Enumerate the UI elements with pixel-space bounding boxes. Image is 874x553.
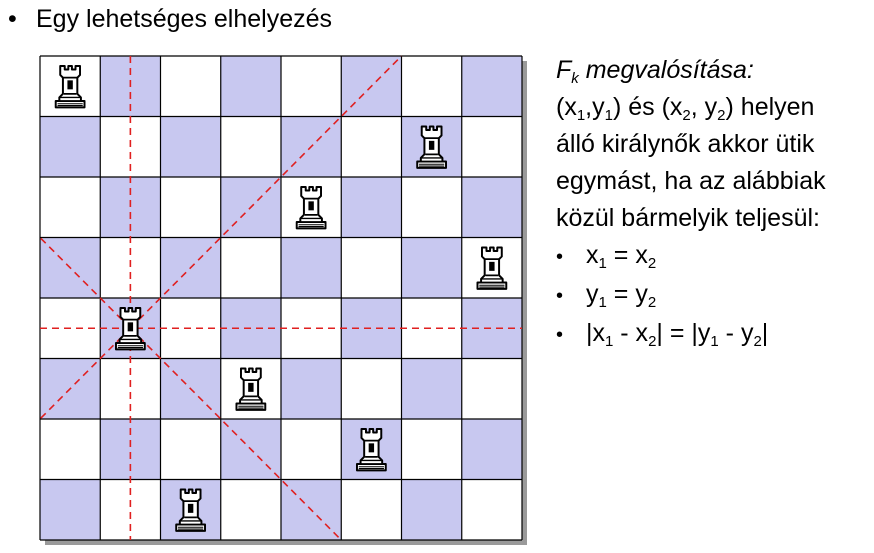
text-part: ) helyen bbox=[725, 93, 815, 121]
cond-part: - x bbox=[613, 319, 649, 347]
attack-line-diagonal bbox=[129, 55, 403, 329]
board-square bbox=[341, 237, 402, 298]
board-square bbox=[281, 56, 342, 117]
condition-list: • x1 = x2 • y1 = y2 • |x1 - x2| = |y1 - … bbox=[556, 237, 871, 354]
cond-sub: 2 bbox=[647, 294, 657, 311]
board-square bbox=[40, 419, 101, 480]
cond-sub: 1 bbox=[605, 333, 614, 350]
board-square bbox=[341, 116, 402, 177]
cond-sub: 1 bbox=[710, 333, 719, 350]
cond-sub: 2 bbox=[753, 333, 762, 350]
description-panel: Fk megvalósítása: (x1,y1) és (x2, y2) he… bbox=[556, 52, 871, 354]
heading-f: F bbox=[556, 56, 572, 84]
board-square bbox=[461, 56, 522, 117]
cond-sub: 2 bbox=[647, 255, 657, 272]
board-square bbox=[461, 419, 522, 480]
bullet-dot: • bbox=[556, 285, 564, 307]
cond-part: = x bbox=[606, 241, 648, 269]
cond-part: y bbox=[586, 280, 599, 308]
board-square bbox=[401, 56, 462, 117]
cond-part: = y bbox=[606, 280, 648, 308]
heading-k: k bbox=[571, 70, 579, 87]
slide-title: • Egy lehetséges elhelyezés bbox=[8, 2, 332, 36]
cond-sub: 2 bbox=[648, 333, 657, 350]
board-square bbox=[40, 177, 101, 238]
description-line-4: közül bármelyik teljesül: bbox=[556, 204, 820, 232]
description-heading: Fk megvalósítása: bbox=[556, 52, 871, 89]
text-sub: 2 bbox=[717, 107, 726, 124]
board-square bbox=[281, 419, 342, 480]
attack-line-diagonal bbox=[39, 327, 131, 420]
board-square bbox=[341, 479, 402, 540]
heading-rest: megvalósítása: bbox=[578, 56, 754, 84]
cond-sub: 1 bbox=[598, 294, 607, 311]
text-part: , y bbox=[690, 93, 718, 121]
board-square bbox=[160, 419, 221, 480]
bullet-dot: • bbox=[556, 246, 564, 268]
condition-item: • x1 = x2 bbox=[556, 237, 871, 276]
board-square bbox=[461, 116, 522, 177]
board-square bbox=[401, 419, 462, 480]
condition-item: • y1 = y2 bbox=[556, 276, 871, 315]
board-square bbox=[461, 479, 522, 540]
board-square bbox=[281, 358, 342, 419]
cond-part: x bbox=[586, 241, 599, 269]
board-square bbox=[160, 116, 221, 177]
slide-title-text: Egy lehetséges elhelyezés bbox=[36, 5, 333, 33]
board-square bbox=[220, 56, 281, 117]
board-square bbox=[160, 177, 221, 238]
condition-item: • |x1 - x2| = |y1 - y2| bbox=[556, 315, 871, 354]
board-square bbox=[341, 358, 402, 419]
cond-part: |x bbox=[586, 319, 605, 347]
text-sub: 1 bbox=[604, 107, 613, 124]
cond-part: - y bbox=[718, 319, 754, 347]
bullet-dot: • bbox=[8, 5, 17, 33]
cond-sub: 1 bbox=[598, 255, 607, 272]
board-square bbox=[461, 177, 522, 238]
board-square bbox=[341, 177, 402, 238]
description-line-1: (x1,y1) és (x2, y2) helyen bbox=[556, 89, 871, 126]
board-square bbox=[220, 237, 281, 298]
board-square bbox=[401, 358, 462, 419]
text-part: (x bbox=[556, 93, 577, 121]
text-part: ) és (x bbox=[612, 93, 683, 121]
text-part: ,y bbox=[585, 93, 605, 121]
board-square bbox=[40, 479, 101, 540]
board-square bbox=[281, 237, 342, 298]
description-line-2: álló királynők akkor ütik bbox=[556, 130, 815, 158]
description-line-3: egymást, ha az alábbiak bbox=[556, 167, 826, 195]
bullet-dot: • bbox=[556, 324, 564, 346]
board-square bbox=[160, 56, 221, 117]
text-sub: 2 bbox=[682, 107, 691, 124]
cond-part: | bbox=[761, 319, 769, 347]
attack-line-diagonal bbox=[39, 236, 131, 329]
attack-line-diagonal bbox=[129, 327, 342, 541]
board-square bbox=[401, 237, 462, 298]
board-square bbox=[401, 177, 462, 238]
cond-part: | = |y bbox=[656, 319, 711, 347]
board-square bbox=[401, 479, 462, 540]
board-square bbox=[220, 116, 281, 177]
board-square bbox=[461, 358, 522, 419]
text-sub: 1 bbox=[576, 107, 586, 124]
board-square bbox=[40, 116, 101, 177]
board-square bbox=[220, 479, 281, 540]
